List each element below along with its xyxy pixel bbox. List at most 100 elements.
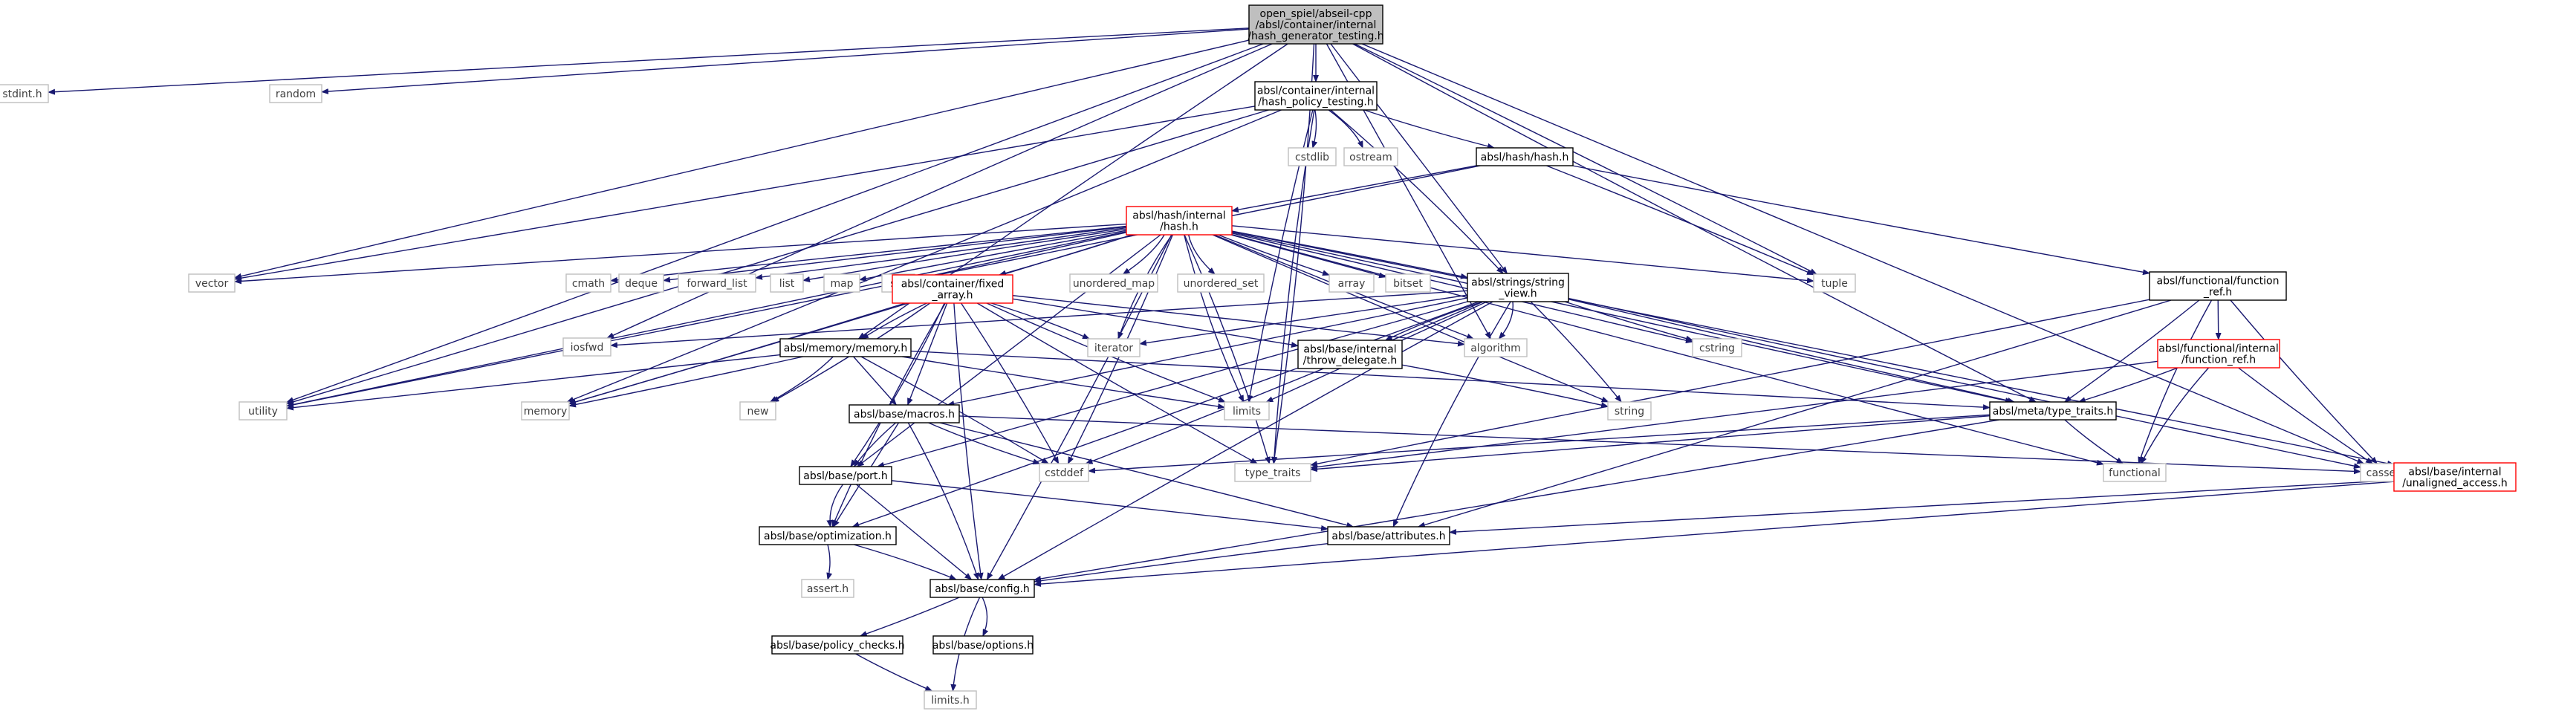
node-label: string [1615, 406, 1644, 418]
node-box-vector [188, 273, 236, 293]
node-box-root [1248, 4, 1383, 45]
node-deque[interactable]: deque [618, 273, 664, 293]
node-macros[interactable]: absl/base/macros.h [849, 404, 960, 423]
node-forward_list[interactable]: forward_list [678, 273, 756, 293]
edge-string_view-to-type_traits_h [1568, 298, 2015, 403]
node-random[interactable]: random [269, 84, 322, 103]
node-vector[interactable]: vector [188, 273, 236, 293]
node-box-string [1607, 401, 1652, 421]
node-fixed_array[interactable]: absl/container/fixed_array.h [892, 274, 1013, 304]
edge-memory_h-to-memory [568, 356, 804, 408]
edge-string_view-to-cstddef [1085, 301, 1484, 464]
node-throw_delegate[interactable]: absl/base/internal/throw_delegate.h [1297, 340, 1403, 369]
edge-ihash-to-memory [568, 234, 1132, 405]
edge-fixed_array-to-iterator [990, 302, 1090, 340]
node-iterator[interactable]: iterator [1087, 338, 1141, 357]
edge-fixed_array-to-throw_delegate [1012, 298, 1299, 348]
node-box-unaligned [2393, 462, 2517, 492]
node-label: utility [248, 406, 278, 418]
edge-ihash-to-set [914, 232, 1127, 282]
node-bitset[interactable]: bitset [1385, 273, 1431, 293]
node-box-port [799, 466, 892, 485]
node-type_traits_h[interactable]: absl/meta/type_traits.h [1989, 401, 2117, 421]
node-label: absl/meta/type_traits.h [1993, 406, 2114, 418]
node-box-type_traits_h [1989, 401, 2117, 421]
node-type_traits[interactable]: type_traits [1234, 463, 1311, 482]
node-label: /hash_policy_testing.h [1258, 97, 1373, 108]
node-port[interactable]: absl/base/port.h [799, 466, 892, 485]
node-box-hpt [1254, 81, 1378, 111]
node-cstddef[interactable]: cstddef [1039, 463, 1089, 482]
edge-ihash-to-port [856, 234, 1161, 467]
node-box-macros [849, 404, 960, 423]
node-memory_h[interactable]: absl/memory/memory.h [779, 338, 912, 357]
edge-ifunction_ref-to-cassert [2238, 367, 2374, 464]
node-hpt[interactable]: absl/container/internal/hash_policy_test… [1254, 81, 1378, 111]
node-function_ref[interactable]: absl/functional/function_ref.h [2149, 271, 2287, 301]
node-stdint_h[interactable]: stdint.h [0, 84, 49, 103]
node-hash_h[interactable]: absl/hash/hash.h [1476, 147, 1574, 166]
node-label: absl/hash/hash.h [1481, 152, 1569, 163]
node-new[interactable]: new [739, 401, 776, 421]
node-list[interactable]: list [770, 273, 804, 293]
node-label: /hash_generator_testing.h [1248, 30, 1383, 42]
node-cstdlib[interactable]: cstdlib [1288, 147, 1337, 166]
node-policy_checks[interactable]: absl/base/policy_checks.h [770, 635, 905, 655]
node-cmath[interactable]: cmath [565, 273, 611, 293]
edge-fixed_array-to-memory_h [861, 302, 927, 340]
node-label: unordered_map [1073, 278, 1155, 290]
node-limits_h[interactable]: limits.h [924, 690, 977, 710]
node-functional[interactable]: functional [2103, 463, 2167, 482]
node-box-ostream [1343, 147, 1398, 166]
node-root[interactable]: open_spiel/abseil-cpp/absl/container/int… [1248, 4, 1384, 45]
node-label: absl/base/options.h [932, 640, 1034, 652]
edge-ihash-to-vector [234, 223, 1127, 285]
node-label: iterator [1094, 343, 1133, 354]
node-unordered_set[interactable]: unordered_set [1177, 273, 1265, 293]
node-box-policy_checks [771, 635, 903, 655]
node-ostream[interactable]: ostream [1343, 147, 1398, 166]
node-array[interactable]: array [1328, 273, 1375, 293]
node-label: cstring [1699, 343, 1735, 354]
node-options[interactable]: absl/base/options.h [932, 635, 1034, 655]
edge-macros-to-cstddef [928, 422, 1041, 465]
node-memory[interactable]: memory [521, 401, 570, 421]
node-attributes[interactable]: absl/base/attributes.h [1327, 526, 1450, 545]
node-label: absl/strings/string [1471, 277, 1565, 289]
node-label: iosfwd [571, 342, 604, 354]
node-tuple[interactable]: tuple [1813, 273, 1856, 293]
node-algorithm[interactable]: algorithm [1464, 338, 1528, 357]
node-optimization[interactable]: absl/base/optimization.h [759, 526, 897, 545]
edge-type_traits_h-to-functional [2064, 419, 2124, 464]
node-utility[interactable]: utility [239, 401, 288, 421]
node-limits[interactable]: limits [1224, 401, 1270, 421]
node-ihash[interactable]: absl/hash/internal/hash.h [1126, 206, 1233, 236]
edge-fixed_array-to-type_traits [976, 302, 1258, 464]
node-assert_h[interactable]: assert.h [801, 579, 854, 598]
node-unaligned[interactable]: absl/base/internal/unaligned_access.h [2393, 462, 2517, 492]
edge-hash_h-to-tuple [1546, 165, 1814, 276]
node-cstring[interactable]: cstring [1692, 338, 1742, 357]
edge-root-to-stdint_h [48, 27, 1250, 95]
edge-hpt-to-hash_h [1363, 109, 1495, 149]
node-box-string_view [1467, 273, 1569, 302]
edge-hash_h-to-function_ref [1572, 165, 2150, 276]
node-box-options [932, 635, 1034, 655]
node-label: random [276, 88, 316, 100]
node-config[interactable]: absl/base/config.h [929, 579, 1035, 598]
edge-memory_h-to-utility [286, 354, 781, 411]
edge-port-to-config [856, 484, 973, 580]
node-iosfwd[interactable]: iosfwd [562, 337, 611, 357]
node-ifunction_ref[interactable]: absl/functional/internal/function_ref.h [2157, 339, 2280, 369]
node-box-limits [1224, 401, 1270, 421]
edge-root-to-tuple [1354, 43, 1817, 275]
node-unordered_map[interactable]: unordered_map [1069, 273, 1158, 293]
node-box-random [269, 84, 322, 103]
node-map[interactable]: map [823, 273, 860, 293]
node-string[interactable]: string [1607, 401, 1652, 421]
node-box-assert_h [801, 579, 854, 598]
node-label: vector [195, 278, 229, 290]
node-label: stdint.h [2, 88, 42, 100]
node-label: unordered_set [1184, 278, 1259, 290]
node-string_view[interactable]: absl/strings/string_view.h [1467, 273, 1569, 302]
